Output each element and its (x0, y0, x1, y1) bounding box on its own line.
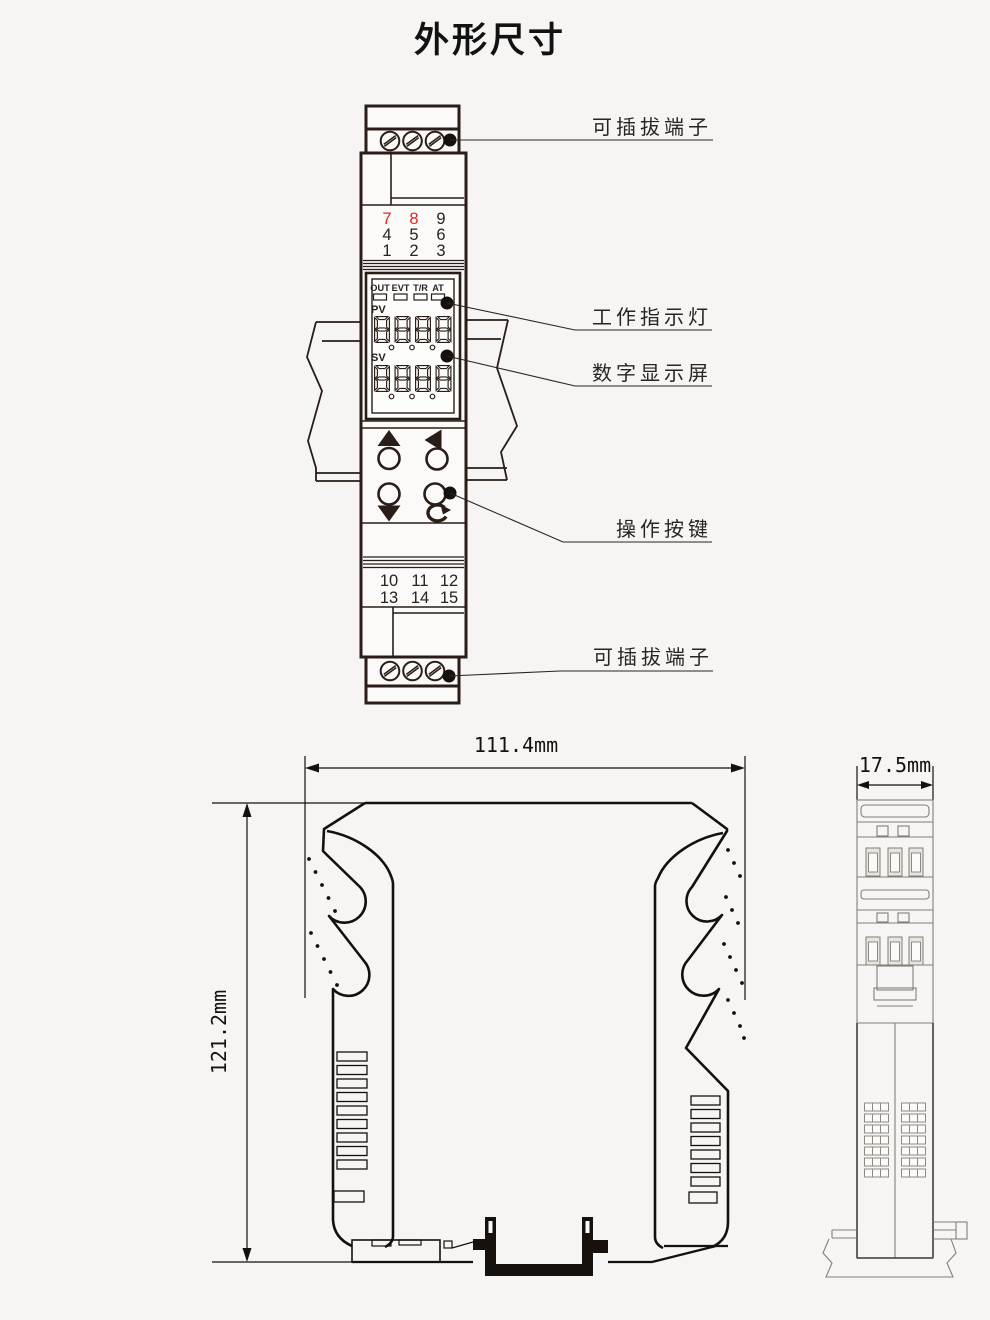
terminal-number: 4 (382, 226, 391, 244)
screw-icon (379, 130, 401, 152)
terminal-number: 6 (436, 226, 445, 244)
din-rail-right (466, 319, 518, 481)
led-label: OUT (370, 283, 390, 293)
terminal-number: 8 (409, 210, 418, 228)
end-view (822, 799, 968, 1278)
screw-icon (402, 660, 423, 682)
vent-slots-left (333, 1051, 368, 1203)
break-dots-right (722, 848, 746, 1040)
screw-icon (424, 130, 446, 152)
digital-display-panel: OUT EVT T/R AT PV SV (364, 271, 462, 421)
arrow-left-icon (424, 429, 442, 451)
screw-icon (379, 660, 401, 682)
terminal-number: 7 (382, 210, 391, 228)
pv-label: PV (371, 304, 386, 316)
led-window (372, 293, 388, 301)
break-dots-left (307, 857, 339, 987)
sv-label: SV (371, 352, 386, 364)
terminal-number: 1 (382, 242, 391, 260)
callout-label: 操作按键 (616, 518, 712, 541)
top-terminal-block (364, 104, 461, 155)
end-latch (857, 965, 933, 1024)
terminal-number: 10 (380, 572, 398, 590)
vent-slots-right (688, 1095, 721, 1204)
sv-display: SV (371, 352, 452, 400)
terminal-number: 12 (440, 572, 458, 590)
led-label: AT (432, 283, 444, 293)
operation-buttons-panel (377, 429, 451, 523)
callout-bottom-terminal: 可插拔端子 (442, 646, 713, 683)
front-view: 7 8 9 4 5 6 1 2 3 OUT EVT T/R AT (359, 104, 468, 705)
pv-display: PV (371, 304, 452, 351)
end-body (856, 1023, 934, 1259)
screw-icon (402, 130, 423, 152)
page-title: 外形尺寸 (414, 21, 566, 60)
callout-label: 工作指示灯 (592, 306, 712, 329)
end-terminal-lower (857, 909, 933, 966)
callout-operation-buttons: 操作按键 (443, 486, 712, 543)
callout-label: 可插拔端子 (592, 116, 712, 139)
left-button (424, 429, 449, 471)
terminal-number: 15 (440, 589, 458, 607)
led-window (393, 293, 408, 301)
screw-icon (424, 660, 446, 682)
led-label: T/R (413, 283, 428, 293)
dim-depth: 17.5mm (856, 753, 934, 800)
arrow-up-icon (377, 430, 401, 446)
callout-label: 数字显示屏 (592, 362, 712, 385)
terminal-number: 11 (411, 572, 428, 590)
callout-top-terminal: 可插拔端子 (443, 116, 713, 147)
dim-width: 111.4mm (304, 733, 746, 1000)
end-terminal-upper (857, 804, 933, 878)
din-rail-cross-section (473, 1217, 608, 1276)
din-rail-left (306, 321, 361, 482)
din-clip (351, 1239, 474, 1263)
down-button (377, 482, 401, 522)
terminal-number: 5 (409, 226, 418, 244)
terminal-number: 14 (411, 589, 429, 607)
keypad-grid-bottom: 10 11 12 13 14 15 (380, 572, 458, 607)
terminal-number: 2 (409, 242, 418, 260)
up-button (377, 430, 401, 471)
callout-label: 可插拔端子 (593, 646, 713, 669)
led-label: EVT (392, 283, 410, 293)
callout-digital-display: 数字显示屏 (440, 349, 712, 387)
end-rail (822, 1221, 968, 1278)
terminal-number: 13 (380, 589, 398, 607)
terminal-number: 9 (436, 210, 445, 228)
width-dimension-label: 111.4mm (474, 733, 558, 757)
side-view (307, 801, 746, 1276)
terminal-number: 3 (436, 242, 445, 260)
keypad-grid-top: 7 8 9 4 5 6 1 2 3 (382, 210, 445, 260)
callout-indicator-lights: 工作指示灯 (440, 296, 712, 331)
depth-dimension-label: 17.5mm (859, 753, 931, 777)
rotate-arrow-icon (426, 503, 448, 523)
dim-height: 121.2mm (207, 802, 365, 1263)
led-window (413, 293, 428, 301)
bottom-terminal-block (364, 655, 461, 705)
height-dimension-label: 121.2mm (207, 990, 231, 1074)
arrow-down-icon (377, 505, 401, 522)
